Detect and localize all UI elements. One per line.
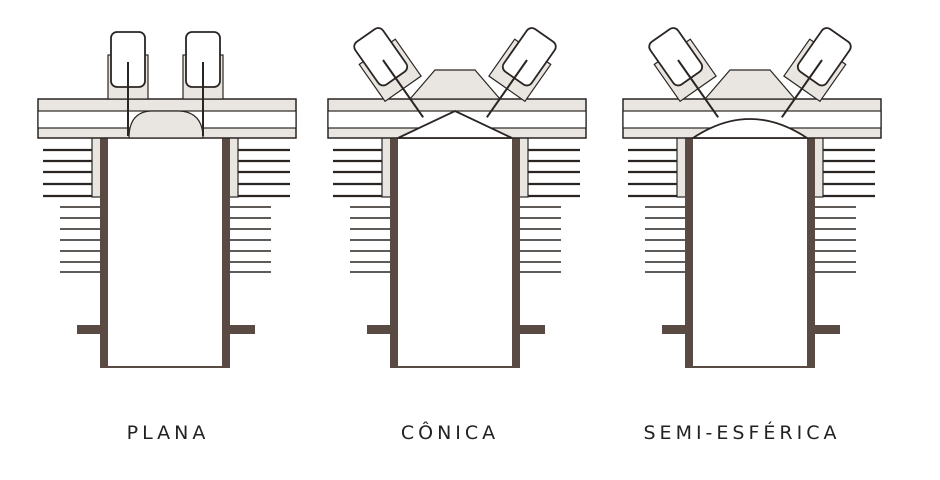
engine-conical bbox=[327, 27, 587, 368]
cylinder-wall-right bbox=[807, 137, 815, 368]
cylinder-jacket bbox=[676, 136, 687, 198]
head-center-boss bbox=[408, 69, 502, 100]
cylinder-jacket bbox=[518, 136, 529, 198]
valve-assembly bbox=[353, 27, 424, 118]
cylinder-wall-left bbox=[685, 137, 693, 368]
flange-right bbox=[229, 325, 255, 334]
hemispherical-chamber bbox=[690, 118, 810, 139]
head-center-boss bbox=[703, 69, 797, 100]
flange-right bbox=[519, 325, 545, 334]
cylinder-jacket bbox=[228, 136, 239, 198]
valve-assembly bbox=[648, 27, 719, 118]
flange-left bbox=[77, 325, 101, 334]
cylinder-wall-left bbox=[100, 137, 108, 368]
conical-chamber bbox=[397, 110, 513, 139]
chamber-bridge bbox=[128, 110, 204, 139]
cylinder-jacket bbox=[813, 136, 824, 198]
label-plana: PLANA bbox=[126, 422, 210, 444]
cylinder-wall-right bbox=[222, 137, 230, 368]
valve-assembly bbox=[486, 27, 557, 118]
engine-flat bbox=[37, 31, 297, 368]
valve-assembly bbox=[781, 27, 852, 118]
cylinder-jacket bbox=[91, 136, 102, 198]
valve-stem bbox=[781, 59, 823, 118]
label-conica: CÔNICA bbox=[400, 422, 500, 444]
valve-stem bbox=[486, 59, 528, 118]
cylinder-jacket bbox=[381, 136, 392, 198]
flange-left bbox=[662, 325, 686, 334]
flange-left bbox=[367, 325, 391, 334]
valve-stem bbox=[382, 59, 424, 118]
engine-hemispherical bbox=[622, 27, 882, 368]
cylinder-wall-right bbox=[512, 137, 520, 368]
cylinder-wall-left bbox=[390, 137, 398, 368]
label-semi-esferica: SEMI-ESFÉRICA bbox=[643, 422, 841, 444]
valve-stem bbox=[677, 59, 719, 118]
flange-right bbox=[814, 325, 840, 334]
